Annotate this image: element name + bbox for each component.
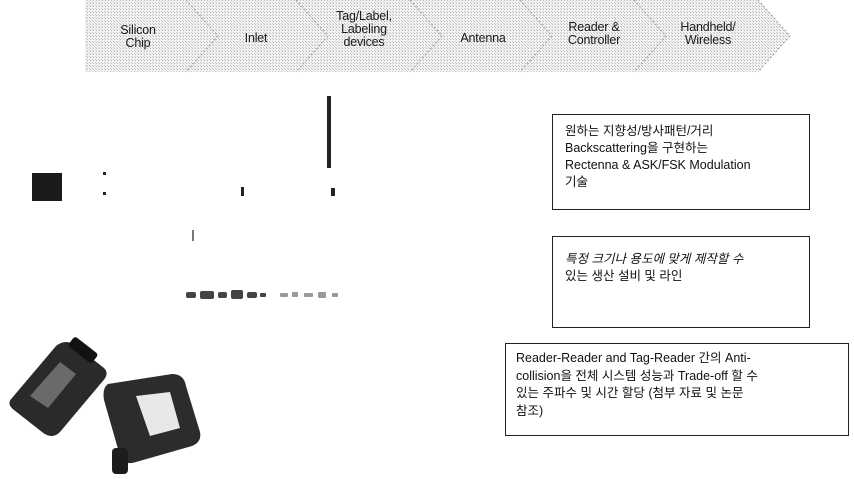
inlet-dot [103,172,106,175]
production-mark [192,230,194,241]
step-line: Chip [125,36,151,50]
handheld-reader-image [9,337,201,474]
box-line: 기술 [565,175,589,189]
chain-divider-3 [409,0,443,73]
box-line: 특정 크기나 용도에 맞게 제작할 수 [565,252,744,266]
tag-image [241,187,244,196]
antenna-technology-box: 원하는 지향성/방사패턴/거리 Backscattering을 구현하는 Rec… [552,114,810,210]
antenna-base-image [331,188,335,196]
box-line: Reader-Reader and Tag-Reader 간의 Anti- [516,351,751,365]
inlet-dot [103,192,106,195]
chain-divider-1 [185,0,219,73]
antenna-rod-image [327,96,331,168]
step-line: Wireless [684,33,732,47]
box-line: Backscattering을 구현하는 [565,141,708,155]
chain-step-antenna: Antenna [448,32,518,45]
step-line: Handheld/ [680,20,736,34]
step-line: devices [343,35,385,49]
step-line: Controller [567,33,621,47]
chain-step-reader-controller: Reader & Controller [554,21,634,47]
box-line: 참조) [516,403,544,418]
chain-step-silicon-chip: Silicon Chip [108,24,168,50]
chain-step-tag-label: Tag/Label, Labeling devices [324,10,404,49]
production-line-box: 특정 크기나 용도에 맞게 제작할 수 있는 생산 설비 및 라인 [552,236,810,328]
box-line: 있는 생산 설비 및 라인 [565,269,683,283]
production-line-image [186,290,338,299]
anticollision-box: Reader-Reader and Tag-Reader 간의 Anti- co… [505,343,849,436]
chain-divider-5 [633,0,667,73]
step-line: Antenna [460,31,506,45]
step-line: Labeling [341,22,387,36]
chain-divider-4 [519,0,553,73]
step-line: Reader & [568,20,620,34]
chain-band-background [85,0,790,72]
box-line: 원하는 지향성/방사패턴/거리 [565,124,714,138]
chain-divider-2 [295,0,329,73]
step-line: Tag/Label, [336,9,392,23]
step-line: Inlet [244,31,268,45]
chain-step-inlet: Inlet [226,32,286,45]
silicon-chip-image [32,173,62,201]
value-chain-band [85,0,791,73]
step-line: Silicon [120,23,156,37]
box-line: Rectenna & ASK/FSK Modulation [565,158,751,172]
box-line: collision을 전체 시스템 성능과 Trade-off 할 수 [516,368,758,383]
box-line: 있는 주파수 및 시간 할당 (첨부 자료 및 논문 [516,386,744,400]
chain-step-handheld-wireless: Handheld/ Wireless [668,21,748,47]
chain-arrow-tip [757,0,791,73]
